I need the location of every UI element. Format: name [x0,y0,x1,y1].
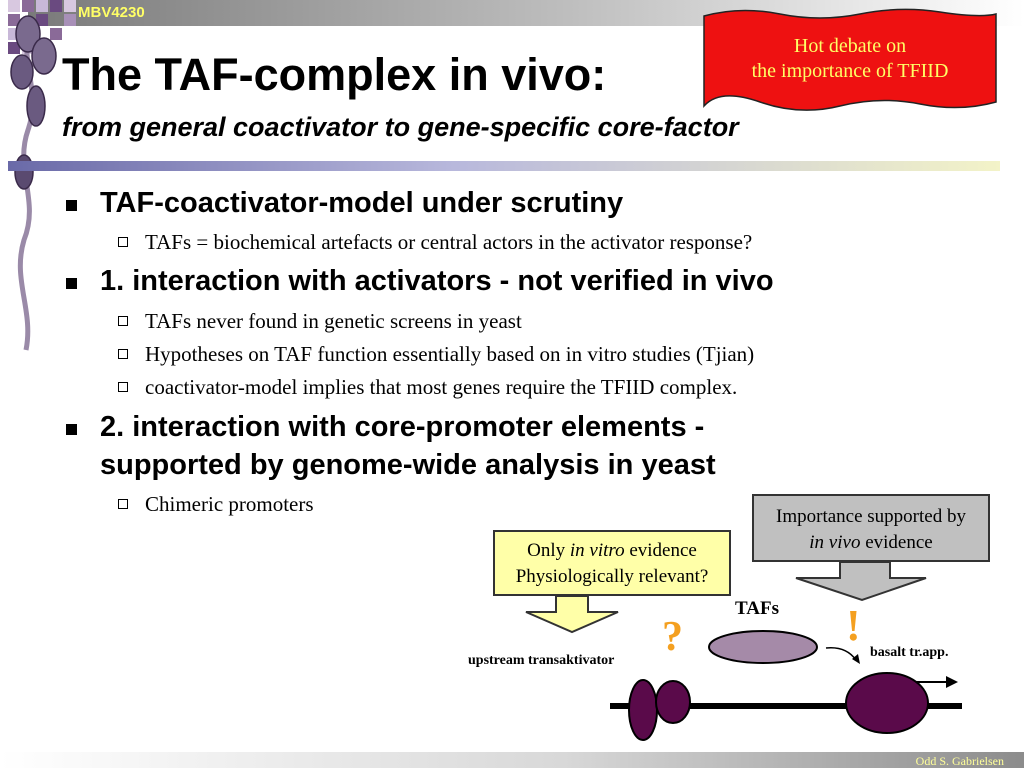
debate-line-2: the importance of TFIID [751,60,949,82]
in-vivo-callout-text: Importance supported by in vivo evidence [752,504,990,556]
decor-square [64,14,76,26]
in-vitro-callout-text: Only in vitro evidence Physiologically r… [493,538,731,590]
sub-bullet-1-1: TAFs = biochemical artefacts or central … [145,230,753,254]
bullet-square [66,278,77,289]
sub-bullet-2-2: Hypotheses on TAF function essentially b… [145,342,755,366]
in-vitro-arrow [525,595,619,634]
exclamation-mark: ! [846,601,861,650]
sub-bullet-2-1: TAFs never found in genetic screens in y… [145,309,522,333]
in-vitro-pre: Only [527,540,570,561]
decor-square [22,0,34,12]
sub-bullet-square [118,382,128,392]
decor-square [50,0,62,12]
in-vivo-callout [752,494,990,562]
in-vitro-callout [493,530,731,596]
debate-line-1: Hot debate on [793,35,907,57]
upstream-activator-protein [628,679,658,741]
decor-square [8,0,20,12]
decor-square [36,0,48,12]
sub-bullet-square [118,499,128,509]
bullet-square [66,424,77,435]
sub-bullet-square [118,237,128,247]
sub-bullet-3-1: Chimeric promoters [145,492,314,516]
basal-apparatus [845,672,929,734]
debate-banner [703,8,997,111]
footer-author: Odd S. Gabrielsen [915,754,1004,768]
sub-bullet-square [118,316,128,326]
decor-square [8,14,20,26]
page-title: The TAF-complex in vivo: [62,49,607,100]
taf-complex [708,630,818,664]
tafs-label: TAFs [735,598,779,619]
sub-bullet-2-3: coactivator-model implies that most gene… [145,375,738,399]
page-subtitle: from general coactivator to gene-specifi… [62,112,739,142]
question-mark: ? [662,614,683,660]
bullet-square [66,200,77,211]
in-vitro-line-2: Physiologically relevant? [515,566,709,587]
decor-square [36,14,48,26]
course-code: MBV4230 [78,4,145,21]
debate-banner-text: Hot debate on the importance of TFIID [700,34,1000,84]
taf-to-basal-arrowhead [852,654,860,664]
decor-square [50,28,62,40]
in-vivo-post: evidence [860,532,933,553]
bullet-3-line-1: 2. interaction with core-promoter elemen… [100,411,705,443]
vine-decoration [10,15,57,351]
in-vivo-arrow [795,561,927,602]
in-vivo-em: in vivo [809,532,861,553]
bullet-1: TAF-coactivator-model under scrutiny [100,187,624,219]
bullet-3-line-2: supported by genome-wide analysis in yea… [100,449,716,481]
title-divider [8,161,1000,171]
sub-bullet-square [118,349,128,359]
bullet-2: 1. interaction with activators - not ver… [100,265,774,297]
basal-label: basalt tr.app. [870,645,949,660]
upstream-activator-protein [655,680,691,724]
decor-square [64,0,76,12]
decor-square [8,42,20,54]
transcription-arrowhead [946,676,958,688]
in-vitro-em: in vitro [569,540,625,561]
in-vitro-post: evidence [624,540,697,561]
upstream-label: upstream transaktivator [468,653,615,668]
footer-bar [0,752,1024,768]
in-vivo-line-1: Importance supported by [776,506,966,527]
